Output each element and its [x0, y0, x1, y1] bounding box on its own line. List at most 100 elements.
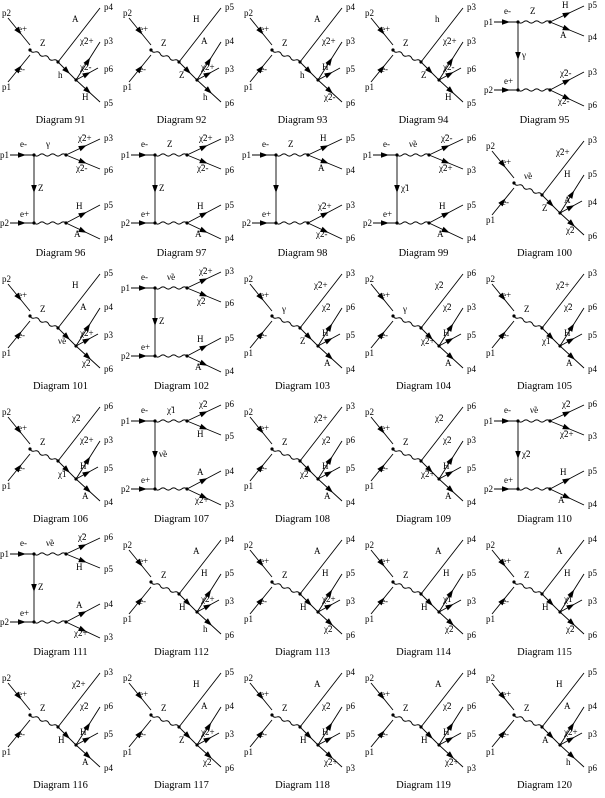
- outgoing-line-top-arrow: [199, 278, 208, 285]
- label-in1: p2: [486, 141, 495, 151]
- label-in2: p1: [244, 348, 253, 358]
- incoming-line-bottom-arrow: [256, 65, 264, 74]
- label-top-momentum: p6: [467, 133, 477, 143]
- propagator-line: [29, 448, 59, 462]
- label-d1: χ̃2+: [442, 36, 457, 46]
- label-d3-momentum: p6: [346, 630, 356, 640]
- label-top: h: [435, 14, 440, 24]
- incoming-line-bottom-arrow: [14, 331, 22, 340]
- label-in1: p2: [2, 673, 11, 683]
- label-in2: p2: [121, 351, 130, 361]
- label-top-momentum: p4: [588, 534, 598, 544]
- diagram-caption: Diagram 98: [277, 248, 328, 259]
- label-in2: p1: [2, 348, 11, 358]
- label-sub: H: [421, 602, 428, 612]
- label-d2: χ̃1: [442, 594, 452, 604]
- propagator-top: [33, 153, 67, 157]
- incoming-line-top-arrow: [377, 26, 385, 35]
- propagator-line: [29, 315, 59, 329]
- label-top-momentum: p5: [588, 0, 598, 10]
- label-e1: e+: [260, 423, 269, 433]
- label-d3-momentum: p4: [467, 233, 477, 243]
- incoming-line-top-arrow: [256, 425, 264, 434]
- label-e2: e-: [139, 64, 146, 74]
- internal-line-arrow: [546, 199, 554, 207]
- incoming-line-top-arrow: [256, 691, 264, 700]
- label-d1-momentum: p3: [104, 36, 114, 46]
- label-propagator: Z: [530, 6, 536, 16]
- incoming-line-bottom-arrow: [139, 486, 147, 492]
- outgoing-line-top: [178, 7, 222, 63]
- label-d3-momentum: p6: [104, 364, 114, 374]
- label-sub: h: [300, 70, 305, 80]
- outgoing-line-1-arrow: [83, 722, 91, 731]
- internal-line-arrow: [183, 598, 191, 606]
- internal-line-arrow: [425, 66, 433, 74]
- label-d3: A: [437, 229, 444, 239]
- label-e2: e-: [260, 729, 267, 739]
- outgoing-line-bottom2-arrow: [199, 226, 208, 233]
- label-d3-momentum: p3: [346, 763, 356, 773]
- outgoing-line-3-arrow: [446, 86, 454, 94]
- label-propagator: Z: [161, 570, 167, 580]
- propagator-line: [513, 315, 543, 329]
- label-e2: e-: [502, 596, 509, 606]
- label-propagator: ν̃e: [167, 272, 175, 282]
- label-d1: A: [201, 701, 208, 711]
- label-in1: p2: [2, 407, 11, 417]
- outgoing-line-top: [420, 406, 464, 462]
- label-d1-momentum: p4: [588, 701, 598, 711]
- diagram-caption: Diagram 109: [395, 514, 452, 525]
- outgoing-line-3-arrow: [446, 352, 454, 360]
- label-d2-momentum: p5: [467, 729, 477, 739]
- label-top-momentum: p6: [104, 401, 114, 411]
- diagram-caption: Diagram 101: [32, 381, 89, 392]
- label-in2: p2: [0, 617, 9, 627]
- label-e1: e+: [18, 290, 27, 300]
- outgoing-line-top: [420, 273, 464, 329]
- propagator-line: [150, 714, 180, 728]
- label-top-momentum: p5: [588, 667, 598, 677]
- label-top: χ̃2+: [77, 133, 92, 143]
- outgoing-line-top-arrow: [320, 145, 329, 152]
- label-d1-momentum: p5: [467, 568, 477, 578]
- outgoing-line-2-arrow: [324, 338, 333, 345]
- vertical-line-arrow: [273, 185, 279, 193]
- label-d3-momentum: p6: [467, 630, 477, 640]
- label-sub: Z: [159, 316, 165, 326]
- label-top-momentum: p5: [104, 268, 114, 278]
- outgoing-line-top: [299, 273, 343, 329]
- outgoing-line-3-arrow: [83, 86, 91, 94]
- outgoing-line-3-arrow: [325, 751, 333, 759]
- label-d2-momentum: p5: [346, 64, 356, 74]
- label-d2: H: [560, 467, 567, 477]
- label-d1: χ̃2: [563, 302, 573, 312]
- label-e2: e-: [260, 64, 267, 74]
- outgoing-line-1-arrow: [567, 190, 575, 199]
- internal-line-arrow: [183, 731, 191, 739]
- internal-line-arrow: [425, 465, 433, 473]
- incoming-line-bottom-arrow: [377, 464, 385, 473]
- outgoing-line-top2-arrow: [199, 290, 208, 297]
- label-d1-momentum: p6: [225, 298, 235, 308]
- label-d2: H: [322, 461, 329, 471]
- incoming-line-bottom-arrow: [18, 619, 26, 625]
- label-e2: e-: [18, 64, 25, 74]
- outgoing-line-2-arrow: [324, 604, 333, 611]
- outgoing-line-2-arrow: [203, 604, 212, 611]
- outgoing-line-1-arrow: [83, 323, 91, 332]
- vertical-line-arrow: [31, 185, 37, 193]
- diagram-caption: Diagram 92: [156, 115, 207, 126]
- label-in1: p1: [121, 283, 130, 293]
- outgoing-line-1-arrow: [204, 57, 212, 66]
